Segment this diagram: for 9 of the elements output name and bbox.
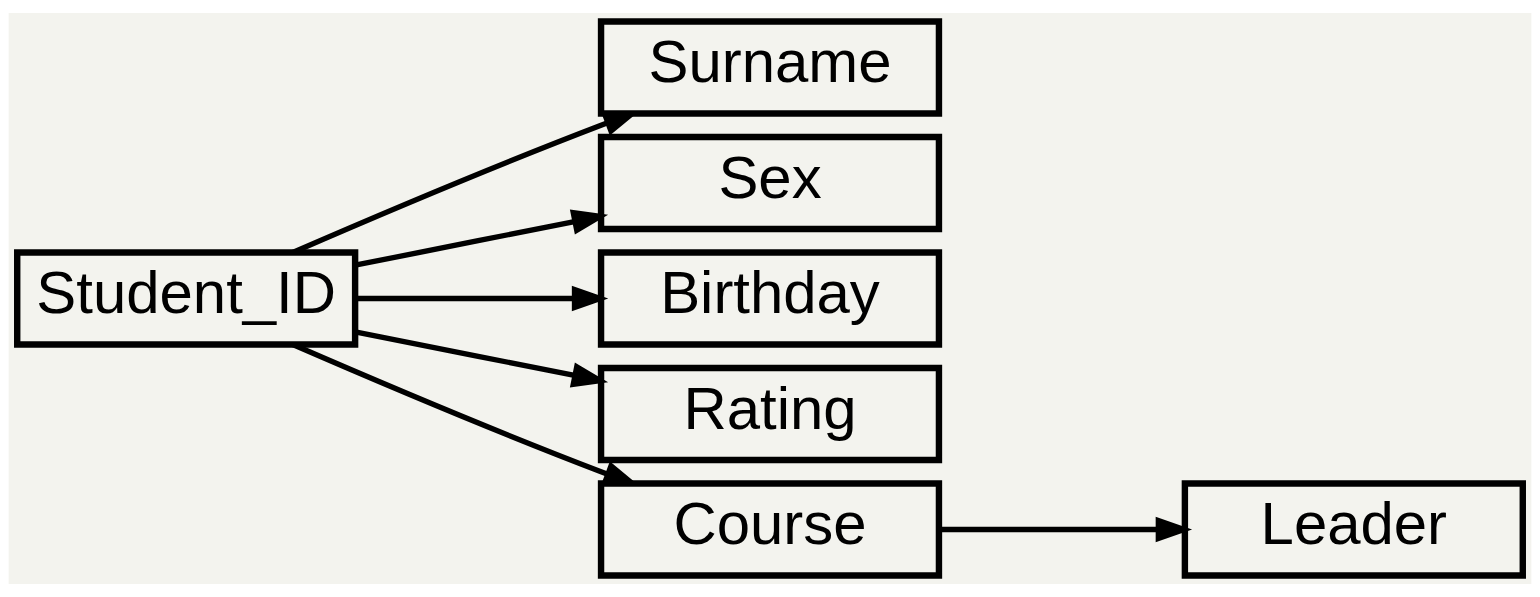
node-box: Leader	[1181, 480, 1526, 579]
node-box: Student_ID	[14, 249, 359, 348]
node-box: Rating	[597, 364, 943, 464]
arrow	[939, 516, 1193, 543]
node-box: Course	[597, 480, 943, 579]
node-box: Birthday	[597, 249, 943, 348]
node-box: Sex	[597, 133, 943, 233]
arrow	[355, 285, 609, 312]
node-box: Surname	[597, 18, 943, 117]
